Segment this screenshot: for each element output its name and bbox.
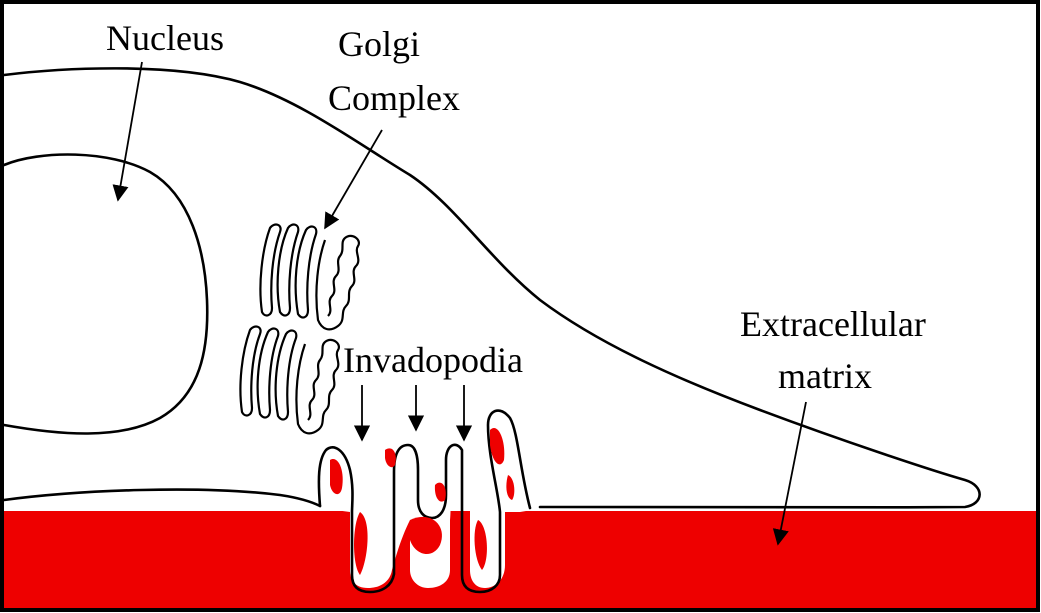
cell-membrane-base xyxy=(2,488,322,508)
matrix-degradation-spot xyxy=(385,448,396,468)
matrix-degradation-spot xyxy=(354,512,368,575)
label-golgi-line1: Golgi xyxy=(338,24,420,64)
cell-body xyxy=(4,68,979,588)
invadopodium-left xyxy=(317,409,532,594)
label-ecm-line2: matrix xyxy=(778,356,872,396)
label-invadopodia: Invadopodia xyxy=(343,340,523,380)
arrow-golgi xyxy=(324,129,383,230)
matrix-degradation-spot xyxy=(506,475,515,500)
invadopodia-group xyxy=(317,409,532,594)
matrix-degradation-spot xyxy=(410,516,442,555)
label-ecm-line1: Extracellular xyxy=(740,304,926,344)
label-nucleus: Nucleus xyxy=(106,18,224,58)
matrix-degradation-spot xyxy=(330,459,343,495)
matrix-degradation-spot xyxy=(474,520,487,570)
arrow-nucleus xyxy=(112,61,143,202)
extracellular-matrix-band xyxy=(4,511,1036,608)
cell-membrane xyxy=(2,67,981,509)
golgi-complex xyxy=(239,223,360,435)
matrix-degradation-spot xyxy=(434,482,446,502)
label-golgi-line2: Complex xyxy=(328,78,460,118)
nucleus xyxy=(2,153,209,435)
matrix-degradation-spot xyxy=(490,428,505,465)
arrow-ecm xyxy=(772,401,807,546)
